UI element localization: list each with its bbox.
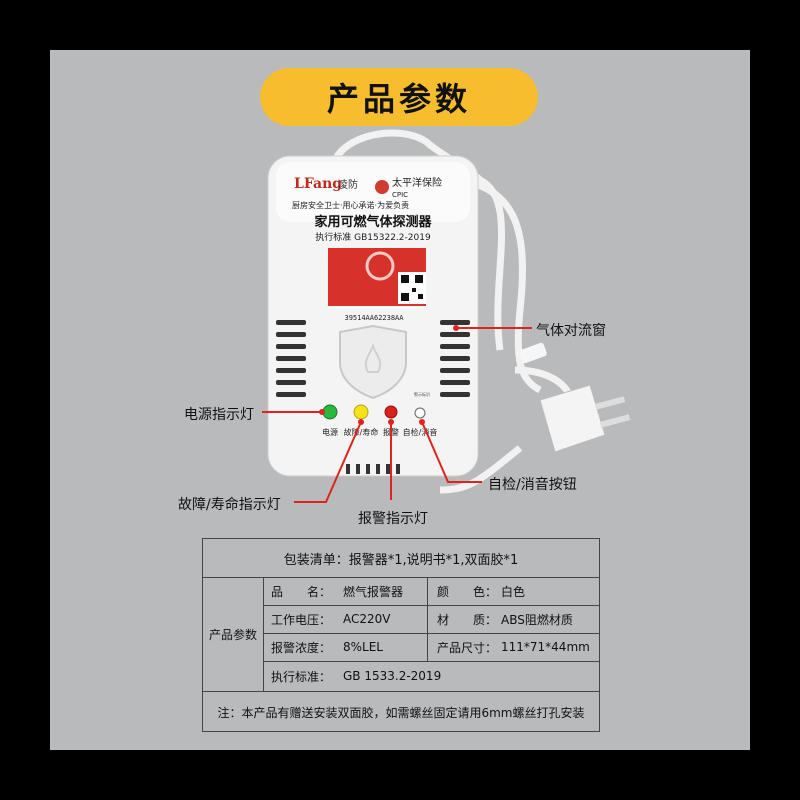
- spec-key-standard: 执行标准：: [271, 669, 332, 684]
- insurer-en: CPIC: [392, 191, 408, 199]
- small-warning-label: 警示标识: [414, 391, 430, 397]
- selftest-callout: 自检/消音按钮: [488, 477, 577, 493]
- spec-key-concentration: 报警浓度：: [271, 640, 332, 655]
- spec-val-size: 111*71*44mm: [501, 640, 590, 654]
- spec-val-name: 燃气报警器: [343, 584, 404, 599]
- spec-section-label: 产品参数: [203, 577, 264, 691]
- power-cord-2: [459, 176, 542, 394]
- shield-icon: [339, 324, 407, 400]
- right-vent: [440, 320, 470, 397]
- install-note: 注：本产品有赠送安装双面胶，如需螺丝固定请用6mm螺丝打孔安装: [203, 691, 599, 732]
- product-panel: 产品参数: [50, 50, 750, 750]
- selftest-callout-line: [421, 421, 482, 483]
- power-led-callout: 电源指示灯: [184, 407, 254, 423]
- spec-key-size: 产品尺寸：: [437, 640, 498, 655]
- device-body: [267, 155, 479, 477]
- indicator-label-selftest: 自检/消音: [403, 427, 438, 437]
- spec-key-color: 颜 色：: [437, 584, 498, 599]
- selftest-button-icon: [414, 407, 426, 419]
- brand-logo: LFang: [294, 176, 342, 192]
- bottom-vent: [346, 464, 400, 474]
- spec-val-concentration: 8%LEL: [343, 640, 383, 654]
- indicator-label-power: 电源: [322, 427, 338, 437]
- spec-val-voltage: AC220V: [343, 612, 391, 626]
- spec-val-standard: GB 1533.2-2019: [343, 669, 442, 683]
- fault-led: [353, 404, 369, 420]
- insurer-logo: [375, 180, 389, 194]
- insurer-name: 太平洋保险: [392, 176, 442, 189]
- slogan: 厨房安全卫士·用心承诺·为爱负责: [292, 200, 409, 210]
- spec-key-material: 材 质：: [437, 612, 498, 627]
- spec-val-material: ABS阻燃材质: [501, 612, 573, 627]
- callout-lines: [262, 327, 532, 503]
- spec-table: 包装清单：报警器*1,说明书*1,双面胶*1 产品参数 品 名： 燃气报警器 颜…: [202, 538, 600, 732]
- vent-callout: 气体对流窗: [536, 323, 606, 339]
- product-name-label: 家用可燃气体探测器: [314, 214, 432, 230]
- spec-key-name: 品 名：: [271, 584, 332, 599]
- fault-callout-line: [294, 421, 362, 503]
- alarm-led: [384, 405, 398, 419]
- spec-key-voltage: 工作电压：: [271, 612, 332, 627]
- alarm-led-callout: 报警指示灯: [358, 511, 428, 527]
- package-list: 包装清单：报警器*1,说明书*1,双面胶*1: [203, 539, 599, 578]
- spec-val-color: 白色: [501, 584, 526, 599]
- plug: [539, 384, 606, 453]
- brand-name: 凌防: [338, 178, 358, 191]
- flame-icon: [364, 342, 382, 373]
- left-vent: [276, 320, 306, 397]
- fault-led-callout: 故障/寿命指示灯: [178, 497, 281, 513]
- power-led: [322, 404, 338, 420]
- standard-label: 执行标准 GB15322.2-2019: [315, 231, 431, 243]
- device-illustration: LFang 凌防 太平洋保险 CPIC 厨房安全卫士·用心承诺·为爱负责 家用可…: [262, 129, 631, 503]
- page-title: 产品参数: [260, 68, 538, 126]
- indicator-label-fault: 故障/寿命: [344, 427, 379, 437]
- serial-number: 39514AA62238AA: [344, 314, 404, 322]
